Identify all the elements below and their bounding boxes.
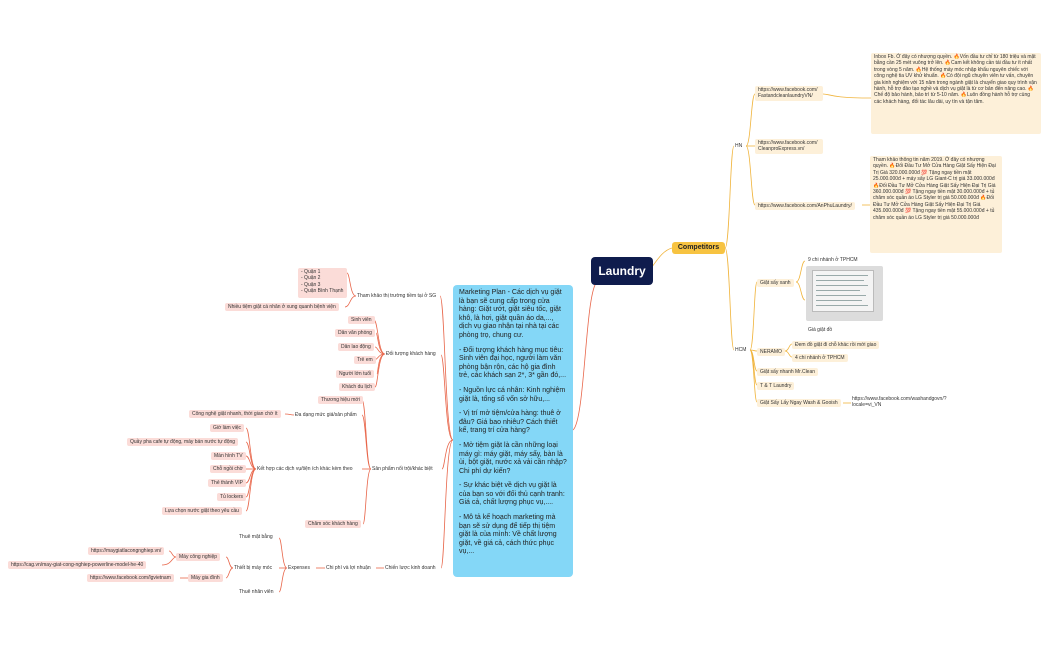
household-machines[interactable]: Máy gia đình [188,574,223,583]
customer-students[interactable]: Sinh viên [348,316,375,325]
customer-care[interactable]: Chăm sóc khách hàng [305,520,361,529]
district-4: - Quận Bình Thạnh [301,288,344,295]
link-market-districts [346,272,357,297]
marketing-plan[interactable]: Marketing Plan - Các dịch vụ giặt là bạn… [453,285,573,577]
hn-fastandclean-link[interactable]: https://www.facebook.com/ Fastandcleanla… [755,86,823,101]
price-diversity[interactable]: Đa dạng mức giá/sản phẩm [295,412,357,418]
cost-and-profit[interactable]: Chi phí và lợi nhuận [326,565,371,571]
link-market-note [344,295,357,308]
plan-paragraph-5: - Mở tiệm giặt là cần những loại máy gì:… [459,441,567,475]
service-hours[interactable]: Giờ làm việc [210,424,245,433]
service-tv[interactable]: Màn hình TV [211,452,246,461]
customer-elderly[interactable]: Người lớn tuổi [336,370,375,379]
plan-paragraph-6: - Sự khác biệt về dịch vụ giặt là của bạ… [459,482,565,507]
link-plan-strategy [440,439,454,569]
district-1: - Quận 1 [301,269,321,275]
link-plan-customers [440,354,454,441]
competitors-topic[interactable]: Competitors [672,242,725,254]
hn-topic[interactable]: HN [735,143,743,149]
plan-paragraph-1: Marketing Plan - Các dịch vụ giặt là bạn… [459,289,562,339]
service-coffee[interactable]: Quầy pha cafe tự động, máy bán nước tự đ… [127,438,239,447]
plan-paragraph-2: - Đối tượng khách hàng mục tiêu: Sinh vi… [459,346,567,380]
hn-cleanpro-link[interactable]: https://www.facebook.com/ CleanproExpres… [755,139,823,154]
giat-say-xanh-branches: 9 chi nhánh ở TPHCM [808,257,858,263]
neramo[interactable]: NERAMO [757,348,785,357]
customer-tourists[interactable]: Khách du lịch [339,383,376,392]
giat-say-xanh[interactable]: Giặt sấy xanh [757,279,794,288]
customer-children[interactable]: Trẻ em [354,356,376,365]
market-note[interactable]: Nhiều tiệm giặt cá nhân ở xung quanh bện… [225,303,339,312]
target-customers[interactable]: Đối tượng khách hàng [386,351,436,357]
plan-paragraph-3: - Nguồn lực cá nhân: Kinh nghiệm giặt là… [459,386,566,403]
extra-services[interactable]: Kết hợp các dịch vụ/tiện ích khác kèm th… [257,466,353,472]
link-central-competitors [649,247,673,271]
service-lockers[interactable]: Tủ lockers [217,493,247,502]
hcm-topic[interactable]: HCM [735,347,747,353]
link-plan-market [439,295,454,441]
service-waiting-seats[interactable]: Chỗ ngồi chờ [210,465,246,474]
standout-products[interactable]: Sản phẩm nổi trội/khác biệt [372,466,433,472]
industrial-link-2[interactable]: https://cag.vn/may-giat-cong-nghiep-powe… [8,561,147,570]
expenses[interactable]: Expenses [288,565,310,571]
market-research[interactable]: Tham khảo thị trường tiềm tại ở SG [357,293,437,299]
service-vip-card[interactable]: Thẻ thành VIP [208,479,246,488]
mrclean[interactable]: Giặt sấy nhanh Mr.Clean [757,368,819,377]
new-brand[interactable]: Thương hiệu mới [318,396,363,405]
hn-anphu-link[interactable]: https://www.facebook.com/AnPhuLaundry/ [755,202,855,211]
giat-say-xanh-price: Giá giặt đồ [808,327,833,333]
hn-fastandclean-note: Inbox Fb. Ở đây có nhượng quyền. 🔥Vốn đầ… [871,53,1041,134]
fast-wash-tech[interactable]: Công nghệ giặt nhanh, thời gian chờ ít [189,410,281,419]
tt-laundry[interactable]: T & T Laundry [757,382,795,391]
district-3: - Quận 3 [301,281,321,288]
customer-office[interactable]: Dân văn phòng [335,329,375,338]
link-central-plan [572,282,597,431]
household-link[interactable]: https://www.facebook.com/lgvietnam [87,574,174,583]
business-strategy[interactable]: Chiến lược kinh doanh [385,565,436,571]
neramo-item-1[interactable]: Đem đồ giặt đi chỗ khác rồi mới giao [792,341,880,350]
industrial-machines[interactable]: Máy công nghiệp [176,553,221,562]
neramo-item-2[interactable]: 4 chi nhánh ở TPHCM [792,354,848,363]
wash-and-go[interactable]: Giặt Sấy Lấy Ngay Wash & Gooish [757,399,841,408]
district-list[interactable]: - Quận 1 - Quận 2 - Quận 3 - Quận Bình T… [298,268,347,298]
central-topic[interactable]: Laundry [591,257,653,285]
industrial-link-1[interactable]: https://maygiatlacongnghiep.vn/ [88,547,165,556]
equipment[interactable]: Thiết bị máy móc [234,565,273,571]
plan-paragraph-7: - Mô tả kế hoạch marketing mà bạn sẽ sử … [459,514,557,556]
plan-paragraph-4: - Vị trí mở tiệm/cửa hàng: thuê ở đâu? G… [459,410,561,435]
district-2: - Quận 2 [301,275,321,282]
rent-space[interactable]: Thuê mặt bằng [239,534,273,540]
link-plan-products [441,439,454,470]
price-list-image [806,266,883,321]
customer-labor[interactable]: Dân lao động [338,343,374,352]
wash-and-go-url[interactable]: https://www.facebook.com/washandgovn/? l… [852,396,947,409]
service-detergent[interactable]: Lựa chọn nước giặt theo yêu cầu [162,507,242,516]
hn-anphu-note: Tham khảo thông tin năm 2019. Ở đây có n… [870,156,1002,253]
hire-staff[interactable]: Thuê nhân viên [239,589,274,595]
